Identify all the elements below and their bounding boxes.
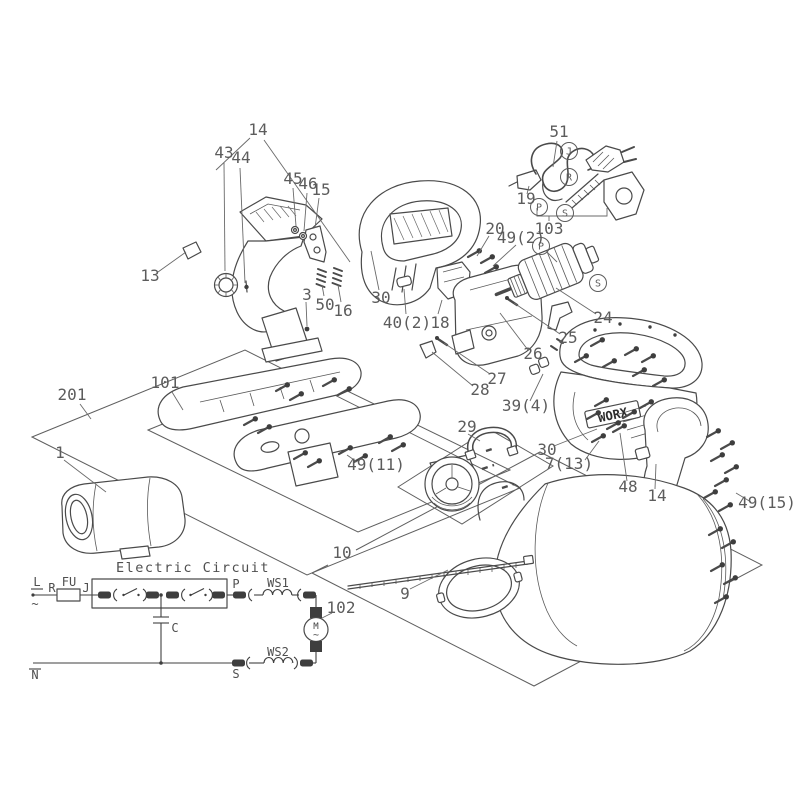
part-label-51: 51 xyxy=(549,122,568,141)
circuit-label-ws2: WS2 xyxy=(267,645,289,659)
cleaning-rod-drawing xyxy=(347,554,534,590)
part-labels: 13 14 43 44 45 46 15 3 50 16 30 40(2) 18… xyxy=(55,120,796,617)
part-label-46: 46 xyxy=(298,174,317,193)
screws-top-cluster xyxy=(466,247,501,275)
part-label-43: 43 xyxy=(214,143,233,162)
circuit-label-c: C xyxy=(171,621,178,635)
part-label-50: 50 xyxy=(315,295,334,314)
wire-code-p-cord: P xyxy=(536,203,542,214)
part-label-3: 3 xyxy=(302,285,312,304)
brand-logo: WORX xyxy=(596,404,629,425)
part-label-30-right: 30 xyxy=(537,440,556,459)
part-label-201: 201 xyxy=(58,385,87,404)
part-label-39-4: 39(4) xyxy=(502,396,550,415)
grommets-39-drawing xyxy=(528,338,564,375)
motor-armature-drawing xyxy=(494,242,600,300)
assembly-box-29 xyxy=(397,428,554,525)
circuit-label-r: R xyxy=(48,581,56,595)
circuit-label-tilde: ~ xyxy=(31,597,38,611)
part-label-26: 26 xyxy=(523,344,542,363)
part-label-18: 18 xyxy=(430,313,449,332)
part-label-27: 27 xyxy=(487,369,506,388)
circuit-title: Electric Circuit xyxy=(116,560,270,576)
part-label-102: 102 xyxy=(327,598,356,617)
circuit-label-l: L xyxy=(33,575,40,589)
slider-40-drawing xyxy=(396,275,412,288)
clip-28-drawing xyxy=(419,340,437,359)
circuit-label-p: P xyxy=(232,577,239,591)
rubber-pad-13-drawing xyxy=(182,241,202,260)
nozzle-drawing xyxy=(61,476,186,560)
wire-code-r: R xyxy=(566,173,573,184)
circuit-label-ws1: WS1 xyxy=(267,576,289,590)
lever-26-drawing xyxy=(547,301,573,331)
wire-code-j: J xyxy=(566,147,572,158)
circuit-label-s: S xyxy=(232,667,239,681)
carry-loop-drawing xyxy=(464,426,519,461)
part-label-14-top: 14 xyxy=(248,120,267,139)
part-label-15: 15 xyxy=(311,180,330,199)
part-label-29: 29 xyxy=(457,417,476,436)
wire-code-s-cord: S xyxy=(562,209,568,220)
part-label-49-11: 49(11) xyxy=(347,455,405,474)
part-label-103: 103 xyxy=(535,219,564,238)
part-label-101: 101 xyxy=(151,373,180,392)
part-label-48: 48 xyxy=(618,477,637,496)
wire-code-s-motor: S xyxy=(595,279,601,290)
circuit-label-n: N xyxy=(31,668,38,682)
part-label-9: 9 xyxy=(400,584,410,603)
part-label-25: 25 xyxy=(558,328,577,347)
part-label-49-15: 49(15) xyxy=(738,493,796,512)
part-label-14-right: 14 xyxy=(647,486,666,505)
electric-circuit-schematic: Electric Circuit L R FU J ~ P xyxy=(29,560,329,682)
collection-bag-drawing xyxy=(477,474,732,665)
circuit-motor-tilde: ~ xyxy=(313,630,319,641)
part-label-1: 1 xyxy=(55,443,65,462)
part-label-45: 45 xyxy=(283,169,302,188)
part-label-7-13: 7(13) xyxy=(545,454,593,473)
part-label-40-2: 40(2) xyxy=(383,313,431,332)
part-label-28: 28 xyxy=(470,380,489,399)
circuit-motor-m: M xyxy=(313,622,319,632)
left-handle-assembly-drawing xyxy=(213,196,343,363)
part-label-10: 10 xyxy=(332,543,351,562)
part-label-44: 44 xyxy=(231,148,250,167)
tube-upper-shell-drawing xyxy=(157,357,362,431)
circuit-label-fu: FU xyxy=(62,575,76,589)
part-label-20: 20 xyxy=(485,219,504,238)
impeller-drawing xyxy=(424,446,515,512)
circuit-label-j: J xyxy=(82,581,89,595)
part-label-19: 19 xyxy=(516,189,535,208)
part-label-13: 13 xyxy=(140,266,159,285)
power-cord-assembly-drawing xyxy=(508,142,645,221)
part-label-16: 16 xyxy=(333,301,352,320)
wire-code-letters: J R P S P S xyxy=(530,142,607,292)
wire-code-p-motor: P xyxy=(538,242,544,253)
top-handle-housing-drawing xyxy=(358,180,481,306)
part-label-24: 24 xyxy=(593,308,612,327)
leader-lines xyxy=(63,137,752,619)
part-label-30-top: 30 xyxy=(371,288,390,307)
